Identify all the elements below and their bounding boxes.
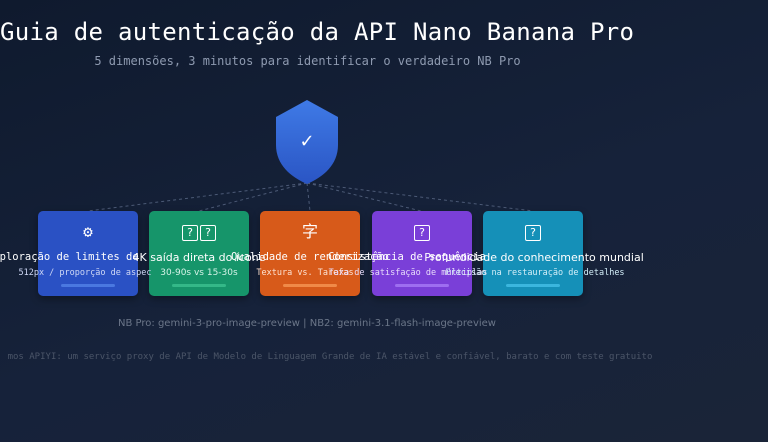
footer-text: mos APIYI: um serviço proxy de API de Mo… [7,352,653,362]
card-accent-bar [61,284,115,287]
card-description: Taxa de satisfação de múltiplas [328,268,488,278]
card-world-knowledge[interactable]: ? [483,211,583,296]
card-title: xploração de limites de [0,251,139,263]
connector-line [87,182,308,212]
card-limits[interactable]: ⚙ [38,211,138,296]
unknown-glyph-icon: ? [483,223,583,241]
card-description: Textura vs. Tarefas [256,268,354,278]
card-title: Profundidade do conhecimento mundial [424,251,644,264]
card-title: Qualidade de renderização [230,251,390,263]
card-render-quality[interactable]: 字 [260,211,360,296]
card-accent-bar [395,284,449,287]
gear-icon: ⚙ [83,222,93,241]
card-title: 4K saída direta do ícone [132,251,266,264]
shield-icon: ✓ [276,100,338,184]
page-subtitle: 5 dimensões, 3 minutos para identificar … [94,54,521,68]
page-title: Guia de autenticação da API Nano Banana … [0,18,635,46]
card-title: Consistência de sequência [327,251,487,263]
connector-line [198,182,308,212]
character-icon: 字 [301,222,318,241]
card-description: 512px / proporção de aspec [18,268,152,278]
connector-line [306,182,311,212]
card-accent-bar [172,284,226,287]
connector-line [306,182,534,212]
card-description: 30-90s vs 15-30s [160,268,238,278]
card-description: Precisão na restauração de detalhes [445,268,625,278]
check-icon: ✓ [299,131,314,152]
card-sequence-consistency[interactable]: ? [372,211,472,296]
connector-line [306,182,422,212]
card-accent-bar [506,284,560,287]
card-4k-output[interactable]: ?? [149,211,249,296]
model-names-line: NB Pro: gemini-3-pro-image-preview | NB2… [118,318,496,329]
card-accent-bar [283,284,337,287]
unknown-glyph-icon: ? [372,223,472,241]
unknown-glyph-icon: ?? [149,223,249,241]
